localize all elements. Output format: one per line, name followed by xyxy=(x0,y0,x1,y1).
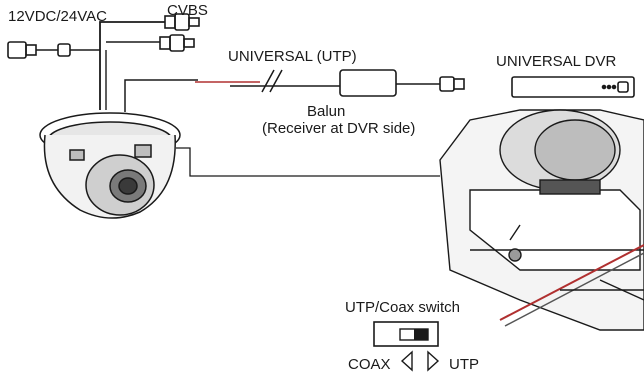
callout-line xyxy=(176,147,440,177)
switch-icon xyxy=(373,321,439,347)
power-plug-icon xyxy=(7,41,100,59)
balun-icon xyxy=(339,69,465,97)
utp-label: UTP xyxy=(449,356,479,373)
switch-title-label: UTP/Coax switch xyxy=(345,299,461,316)
camera-closeup-illustration xyxy=(439,109,644,331)
balun-note-label: (Receiver at DVR side) xyxy=(262,120,416,137)
utp-cable xyxy=(124,69,340,112)
universal-dvr-label: UNIVERSAL DVR xyxy=(496,53,617,70)
balun-label: Balun xyxy=(307,103,346,120)
universal-utp-label: UNIVERSAL (UTP) xyxy=(228,48,357,65)
bnc-connector-icon xyxy=(106,13,200,52)
power-cable xyxy=(99,21,165,50)
triangle-right-icon xyxy=(427,350,440,372)
triangle-left-icon xyxy=(400,350,413,372)
camera-dome-illustration xyxy=(39,112,181,219)
coax-label: COAX xyxy=(348,356,391,373)
power-label: 12VDC/24VAC xyxy=(8,8,107,25)
dvr-icon xyxy=(511,76,635,98)
